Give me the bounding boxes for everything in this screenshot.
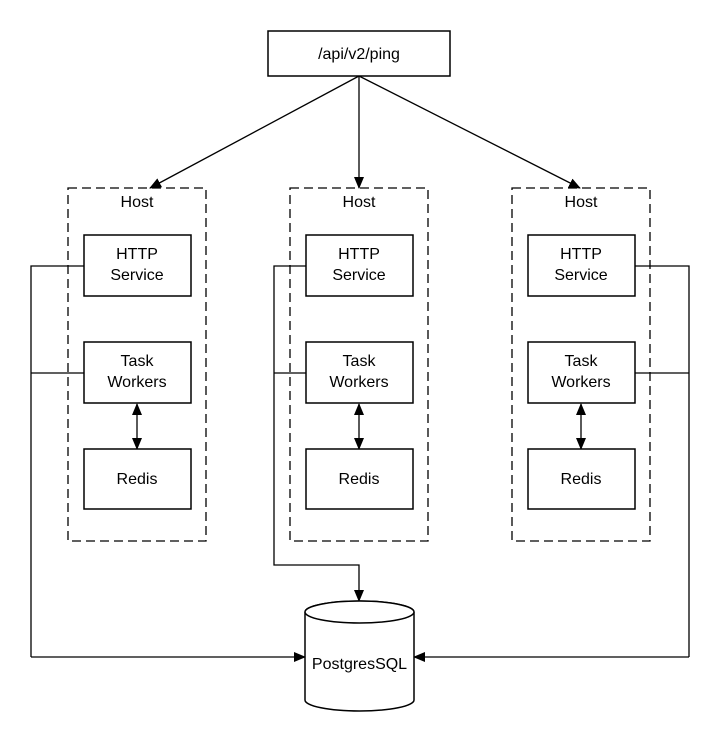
task-workers-label-line-1: Task	[565, 353, 599, 370]
redis-label: Redis	[339, 471, 380, 488]
task-workers-label-line-2: Workers	[551, 374, 610, 391]
http-service-label-line-1: HTTP	[116, 246, 158, 263]
redis-node	[305, 448, 414, 510]
endpoint-node: /api/v2/ping	[267, 30, 451, 77]
database-label: PostgresSQL	[312, 656, 407, 673]
redis-node	[527, 448, 636, 510]
host-label: Host	[565, 194, 598, 211]
redis-label: Redis	[117, 471, 158, 488]
http-service-label-line-2: Service	[554, 267, 607, 284]
redis-label: Redis	[561, 471, 602, 488]
host-3: Host HTTP Service Task Workers Redis	[511, 187, 651, 542]
task-workers-label-line-1: Task	[121, 353, 155, 370]
task-workers-label-line-2: Workers	[329, 374, 388, 391]
arrow-endpoint-to-host-1	[149, 75, 360, 189]
connector-host-1-http	[30, 265, 84, 657]
http-service-label-line-1: HTTP	[338, 246, 380, 263]
http-service-label-line-1: HTTP	[560, 246, 602, 263]
task-workers-node	[527, 341, 636, 404]
database-node: PostgresSQL	[304, 600, 415, 712]
http-service-label-line-2: Service	[332, 267, 385, 284]
host-label: Host	[121, 194, 154, 211]
arrow-endpoint-to-host-3	[358, 75, 581, 189]
task-workers-node	[83, 341, 192, 404]
http-service-label-line-2: Service	[110, 267, 163, 284]
task-workers-node	[305, 341, 414, 404]
endpoint-label: /api/v2/ping	[318, 46, 400, 63]
http-service-node	[527, 234, 636, 297]
http-service-node	[305, 234, 414, 297]
host-label: Host	[343, 194, 376, 211]
connector-host-2-http	[273, 265, 364, 602]
host-1: Host HTTP Service Task Workers Redis	[67, 187, 207, 542]
task-workers-label-line-1: Task	[343, 353, 377, 370]
connector-host-3-http	[635, 265, 690, 657]
task-workers-label-line-2: Workers	[107, 374, 166, 391]
redis-node	[83, 448, 192, 510]
http-service-node	[83, 234, 192, 297]
host-2: Host HTTP Service Task Workers Redis	[289, 187, 429, 542]
